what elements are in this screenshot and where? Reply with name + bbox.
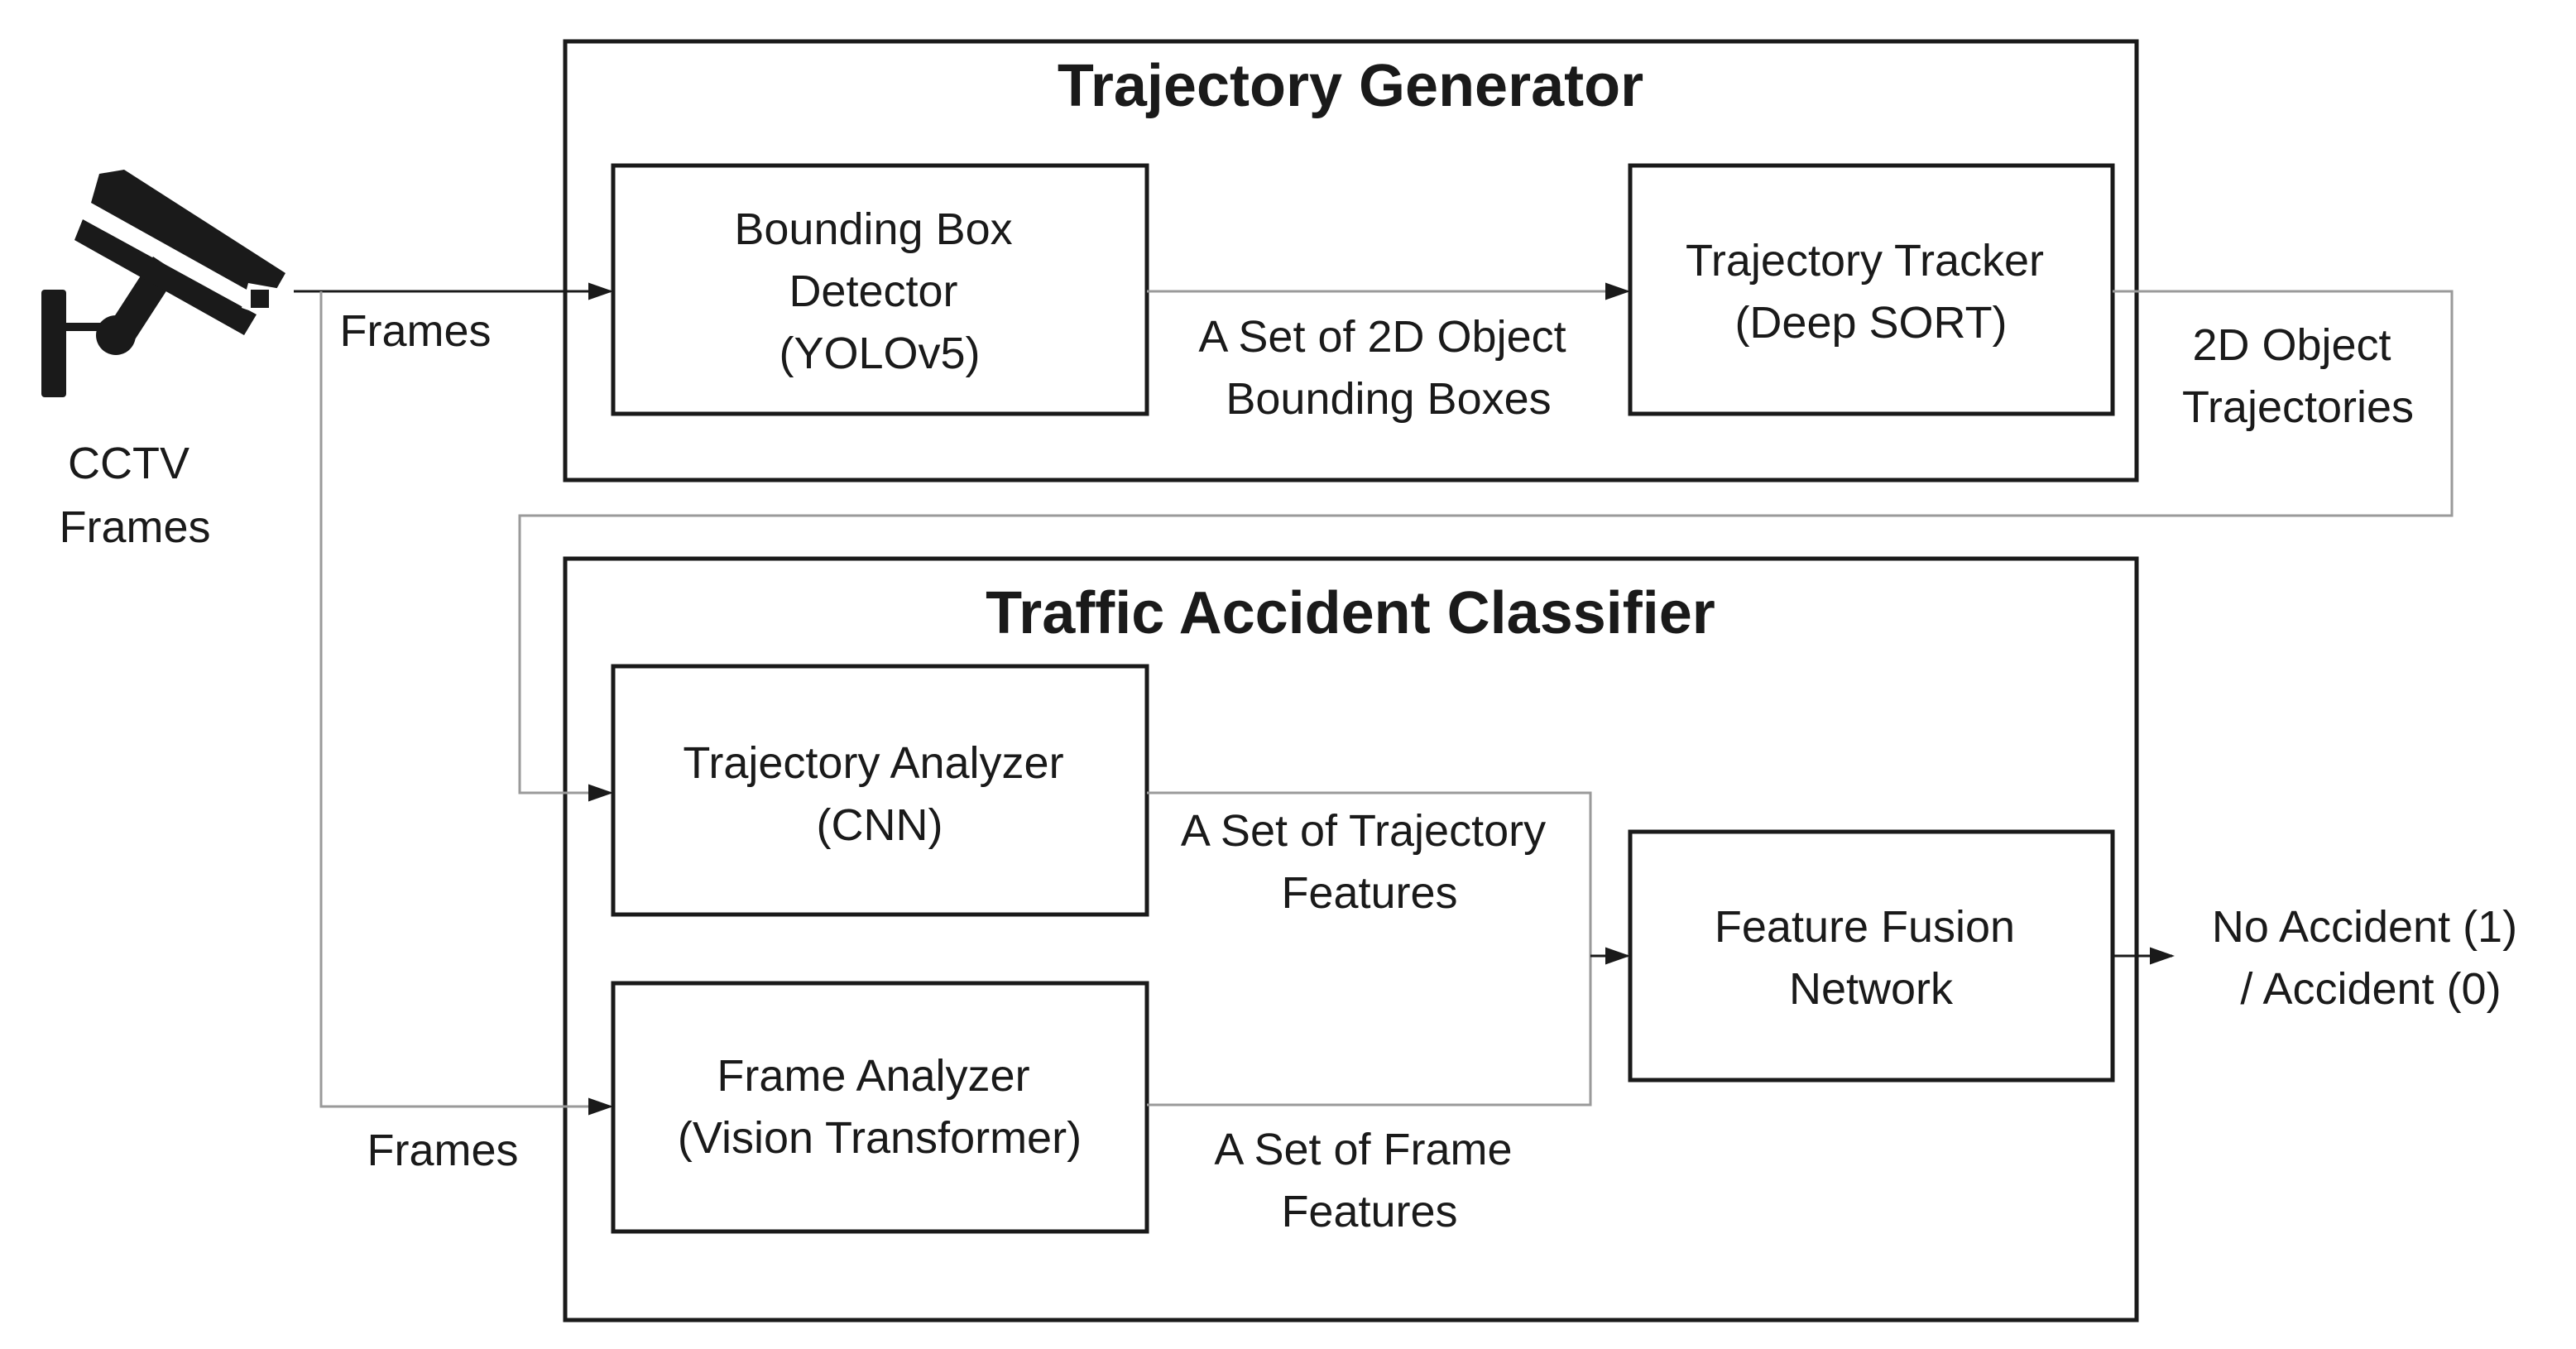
edge-label-line: Bounding Boxes	[1226, 374, 1551, 424]
edge-frames-bottom	[319, 291, 613, 1116]
source-label-line: CCTV	[68, 439, 189, 488]
edge-label-line: A Set of Frame	[1214, 1125, 1512, 1174]
edge-trajectories-out	[518, 290, 2454, 802]
edge-label-line: Features	[1281, 868, 1457, 918]
node-feature-fusion	[1628, 829, 2115, 1083]
node-trajectory-tracker	[1628, 163, 2115, 416]
node-label-line: Bounding Box	[734, 204, 1012, 254]
node-label-line: Frame Analyzer	[717, 1051, 1029, 1101]
group-title-traffic-accident-classifier: Traffic Accident Classifier	[986, 580, 1715, 646]
edge-label-frames-top: Frames	[339, 306, 491, 356]
node-frame-analyzer	[611, 981, 1149, 1234]
cctv-camera-icon	[41, 170, 285, 397]
node-trajectory-analyzer	[611, 664, 1149, 917]
node-label-line: (Deep SORT)	[1734, 298, 2007, 348]
node-label-line: Detector	[789, 266, 957, 316]
node-label-bbox-detector: Bounding Box Detector (YOLOv5)	[734, 204, 1024, 378]
edge-label-frames-bottom: Frames	[367, 1126, 518, 1175]
source-label-cctv-frames: CCTV Frames	[59, 439, 210, 552]
node-label-line: (CNN)	[817, 800, 943, 850]
edge-label-line: A Set of 2D Object	[1198, 312, 1566, 362]
node-label-trajectory-analyzer: Trajectory Analyzer (CNN)	[683, 738, 1076, 850]
edge-label-line: 2D Object	[2192, 320, 2391, 370]
group-traffic-accident-classifier	[563, 556, 2139, 1323]
edge-label-line: Features	[1281, 1187, 1457, 1236]
edge-label-bbox-out: A Set of 2D Object Bounding Boxes	[1198, 312, 1578, 424]
node-label-trajectory-tracker: Trajectory Tracker (Deep SORT)	[1686, 236, 2056, 348]
node-label-line: Trajectory Analyzer	[683, 738, 1063, 788]
node-bbox-detector	[611, 163, 1149, 416]
group-trajectory-generator	[563, 39, 2139, 482]
source-label-line: Frames	[59, 502, 210, 552]
node-label-line: (YOLOv5)	[779, 329, 980, 378]
edge-label-line: A Set of Trajectory	[1181, 806, 1546, 856]
node-label-frame-analyzer: Frame Analyzer (Vision Transformer)	[678, 1051, 1082, 1163]
output-label-line: No Accident (1)	[2212, 902, 2517, 952]
edge-label-frame-features: A Set of Frame Features	[1214, 1125, 1524, 1236]
output-label-line: / Accident (0)	[2240, 964, 2501, 1014]
edge-label-line: Trajectories	[2182, 382, 2414, 432]
group-title-trajectory-generator: Trajectory Generator	[1058, 53, 1643, 119]
edge-label-trajectories-out: 2D Object Trajectories	[2182, 320, 2414, 432]
node-label-line: Trajectory Tracker	[1686, 236, 2044, 286]
output-label: No Accident (1) / Accident (0)	[2212, 902, 2530, 1014]
node-label-line: (Vision Transformer)	[678, 1113, 1082, 1163]
edge-frame-features	[1147, 956, 1592, 1107]
edge-label-traj-features: A Set of Trajectory Features	[1181, 806, 1558, 918]
node-label-feature-fusion: Feature Fusion Network	[1715, 902, 2027, 1014]
node-label-line: Network	[1789, 964, 1954, 1014]
node-label-line: Feature Fusion	[1715, 902, 2015, 952]
edge-traj-features	[1147, 791, 1592, 956]
